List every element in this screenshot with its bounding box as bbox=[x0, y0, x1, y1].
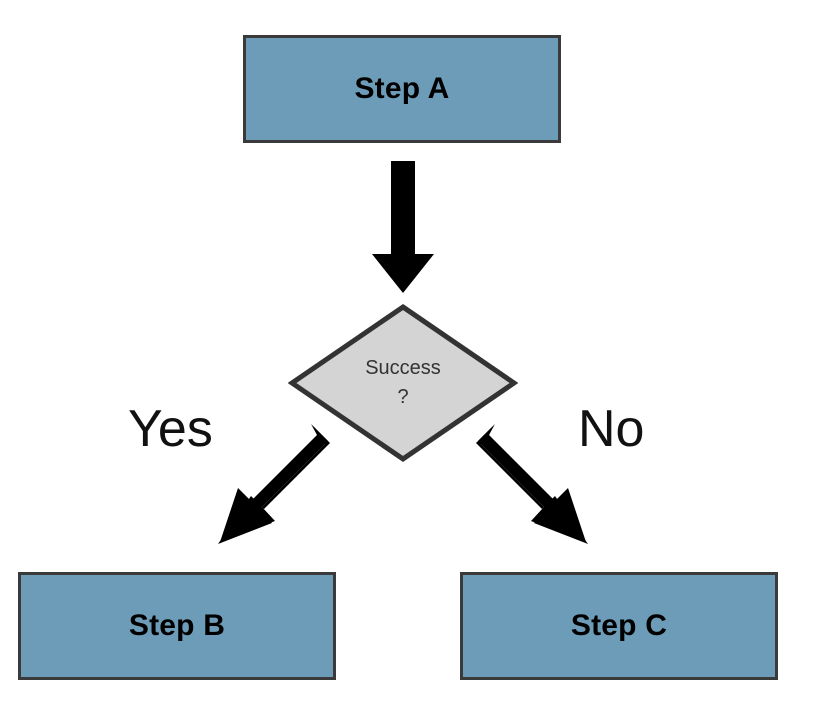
node-step-a[interactable]: Step A bbox=[243, 35, 561, 143]
edge-label-no: No bbox=[578, 400, 645, 458]
node-step-b[interactable]: Step B bbox=[18, 572, 336, 680]
node-step-c[interactable]: Step C bbox=[460, 572, 778, 680]
node-decision-success[interactable]: Success ? bbox=[288, 303, 518, 463]
down-arrow-icon bbox=[372, 161, 434, 293]
edge-label-yes: Yes bbox=[128, 400, 213, 458]
diamond-shape bbox=[288, 303, 518, 463]
